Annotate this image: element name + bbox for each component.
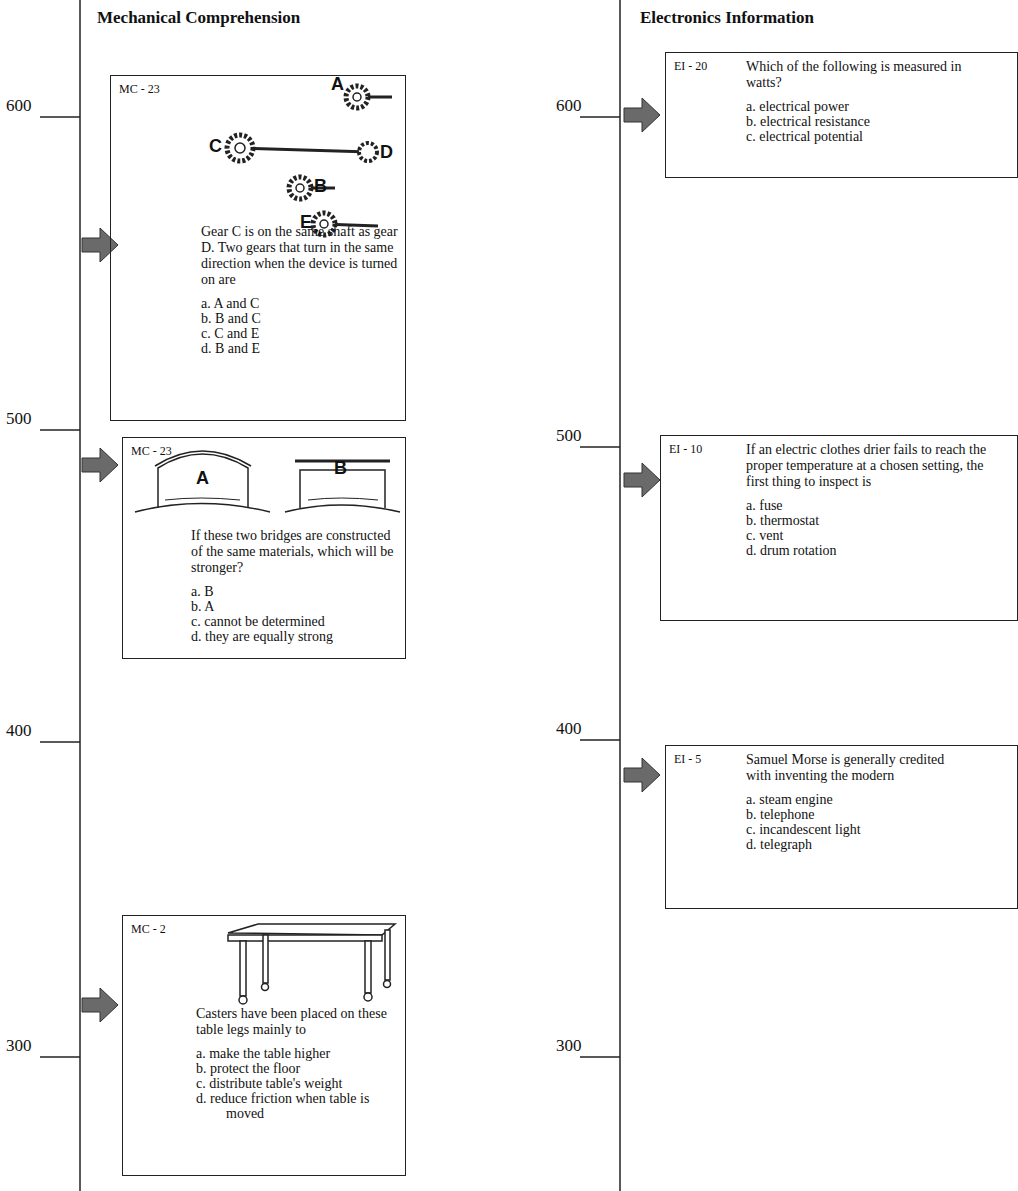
question-text: Which of the following is measured in wa…	[746, 59, 991, 91]
answer-option: b. protect the floor	[196, 1061, 401, 1076]
scale-value: 300	[556, 1036, 582, 1056]
answer-option: c. electrical potential	[746, 129, 991, 144]
question-box: EI - 10 If an electric clothes drier fail…	[660, 435, 1018, 621]
answer-option: b. B and C	[201, 311, 401, 326]
question-body: Which of the following is measured in wa…	[746, 59, 991, 144]
question-body: Casters have been placed on these table …	[196, 1006, 401, 1121]
answer-option: d. they are equally strong	[191, 629, 396, 644]
score-arrow	[82, 98, 660, 1022]
question-body: Gear C is on the same shaft as gear D. T…	[201, 224, 401, 356]
part-letter: C	[209, 136, 222, 157]
scale-value: 500	[556, 426, 582, 446]
answer-option: c. vent	[746, 528, 1008, 543]
item-id: EI - 20	[674, 59, 707, 74]
question-box: EI - 20 Which of the following is measure…	[665, 52, 1018, 178]
answer-option: d. reduce friction when table is moved	[196, 1091, 401, 1121]
answer-option: c. distribute table's weight	[196, 1076, 401, 1091]
item-id: EI - 10	[669, 442, 702, 457]
part-letter: A	[196, 468, 209, 489]
answer-option: d. telegraph	[746, 837, 946, 852]
answer-option: b. A	[191, 599, 396, 614]
answer-option: a. A and C	[201, 296, 401, 311]
part-letter: E	[300, 212, 312, 233]
question-text: If these two bridges are constructed of …	[191, 528, 396, 576]
part-letter: B	[314, 176, 327, 197]
item-id: EI - 5	[674, 752, 701, 767]
question-body: Samuel Morse is generally credited with …	[746, 752, 946, 852]
section-title: Electronics Information	[640, 8, 814, 28]
question-box: EI - 5 Samuel Morse is generally credited…	[665, 745, 1018, 909]
item-id: MC - 2	[131, 922, 166, 937]
scale-axis	[40, 0, 620, 1191]
answer-option: a. fuse	[746, 498, 1008, 513]
scale-value: 400	[6, 721, 32, 741]
answer-option: c. incandescent light	[746, 822, 946, 837]
answer-option: d. B and E	[201, 341, 401, 356]
answer-option: c. C and E	[201, 326, 401, 341]
question-text: Casters have been placed on these table …	[196, 1006, 401, 1038]
gear-train	[227, 86, 392, 235]
scale-value: 600	[556, 96, 582, 116]
question-text: If an electric clothes drier fails to re…	[746, 442, 1008, 490]
part-letter: A	[331, 74, 344, 95]
question-box: MC - 23 Gear C is on the same shaft as ge…	[110, 75, 406, 421]
answer-option: b. telephone	[746, 807, 946, 822]
bridge-drawing	[135, 451, 400, 512]
answer-option: c. cannot be determined	[191, 614, 396, 629]
answer-option: b. thermostat	[746, 513, 1008, 528]
scale-value: 500	[6, 409, 32, 429]
answer-option: b. electrical resistance	[746, 114, 991, 129]
answer-option: a. make the table higher	[196, 1046, 401, 1061]
scale-value: 600	[6, 96, 32, 116]
question-body: If an electric clothes drier fails to re…	[746, 442, 1008, 558]
part-letter: D	[380, 142, 393, 163]
answer-option: d. drum rotation	[746, 543, 1008, 558]
question-body: If these two bridges are constructed of …	[191, 528, 396, 644]
item-id: MC - 23	[119, 82, 160, 97]
table-drawing	[228, 924, 395, 1004]
question-text: Samuel Morse is generally credited with …	[746, 752, 946, 784]
scale-value: 300	[6, 1036, 32, 1056]
question-text: Gear C is on the same shaft as gear D. T…	[201, 224, 401, 288]
item-id: MC - 23	[131, 444, 172, 459]
scale-value: 400	[556, 719, 582, 739]
question-box: MC - 2 Casters have been placed on these …	[122, 915, 406, 1176]
answer-option: a. steam engine	[746, 792, 946, 807]
answer-option: a. electrical power	[746, 99, 991, 114]
answer-option: a. B	[191, 584, 396, 599]
question-box: MC - 23 If these two bridges are construc…	[122, 437, 406, 659]
section-title: Mechanical Comprehension	[97, 8, 300, 28]
part-letter: B	[334, 458, 347, 479]
